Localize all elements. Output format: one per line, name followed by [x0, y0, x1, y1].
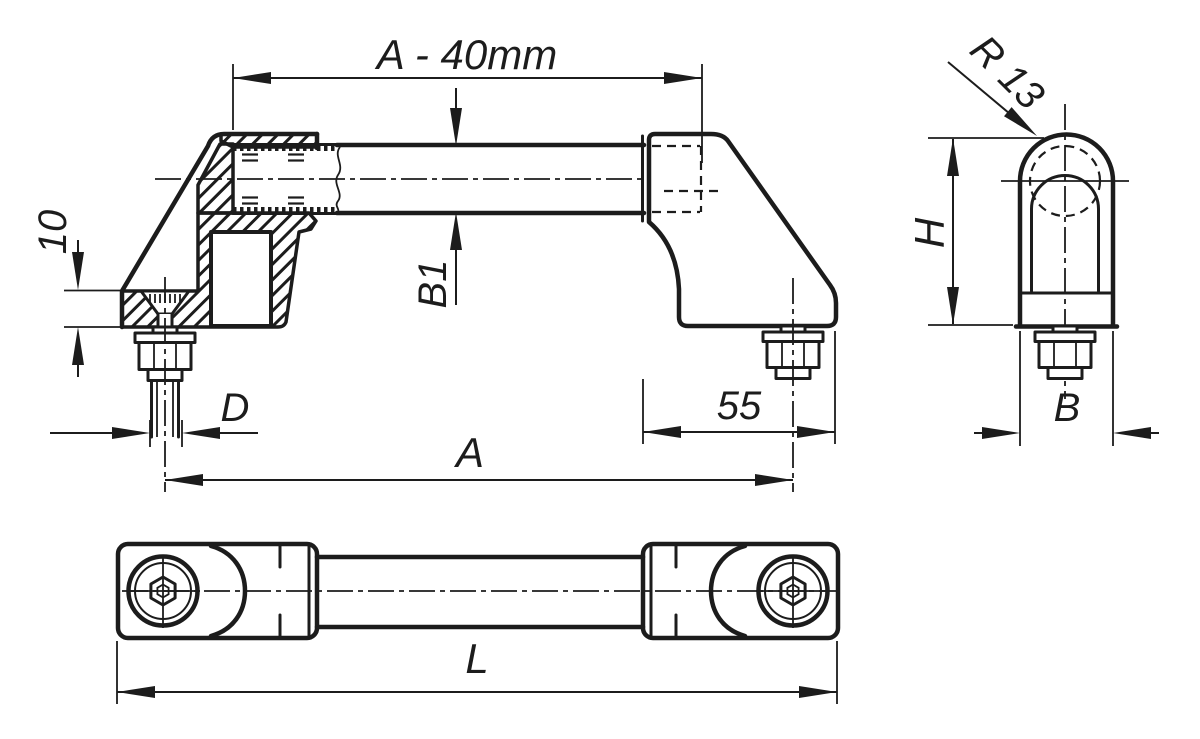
dim-b1-label: B1: [411, 260, 455, 309]
dim-b-label: B: [1054, 386, 1081, 430]
dim-l: L: [116, 635, 838, 704]
side-view: A - 40mm B1 10 D: [31, 31, 839, 492]
bore-ticks: [242, 153, 304, 205]
end-view: R 13 H B: [906, 27, 1159, 446]
dim-r13-label: R 13: [962, 27, 1053, 118]
dim-d-label: D: [221, 386, 250, 430]
dim-a-minus-40-label: A - 40mm: [374, 31, 557, 78]
dim-b: B: [974, 331, 1159, 446]
dim-a-label: A: [453, 429, 484, 476]
break-line: [335, 146, 342, 213]
nut-pocket: [209, 230, 273, 328]
threaded-shank: [150, 379, 180, 439]
dim-55-label: 55: [717, 384, 762, 428]
hex-nut: [1037, 340, 1093, 369]
dim-10-label: 10: [31, 210, 75, 255]
dim-b1: B1: [411, 88, 462, 308]
right-leg: [641, 131, 839, 329]
dim-r13: R 13: [947, 27, 1053, 136]
left-mounting-screw: [133, 277, 197, 492]
end-mounting-screw: [1033, 324, 1097, 380]
dim-a-minus-40: A - 40mm: [232, 31, 703, 163]
right-mounting-screw: [761, 278, 825, 492]
dim-55: 55: [642, 331, 836, 444]
dim-d: D: [50, 386, 258, 447]
left-leg-outer-contour: [119, 131, 320, 330]
hidden-tube-lines: [652, 144, 723, 214]
dim-a: A: [165, 429, 793, 486]
dim-h-label: H: [906, 217, 953, 248]
left-leg-section: [119, 131, 320, 330]
right-leg-outline: [646, 131, 839, 329]
dim-h: H: [906, 137, 1044, 326]
handle-tube: [155, 142, 724, 216]
dim-10: 10: [31, 210, 128, 377]
nut-collar: [1046, 366, 1084, 380]
dim-l-label: L: [465, 635, 488, 682]
plan-view: L: [115, 541, 841, 704]
